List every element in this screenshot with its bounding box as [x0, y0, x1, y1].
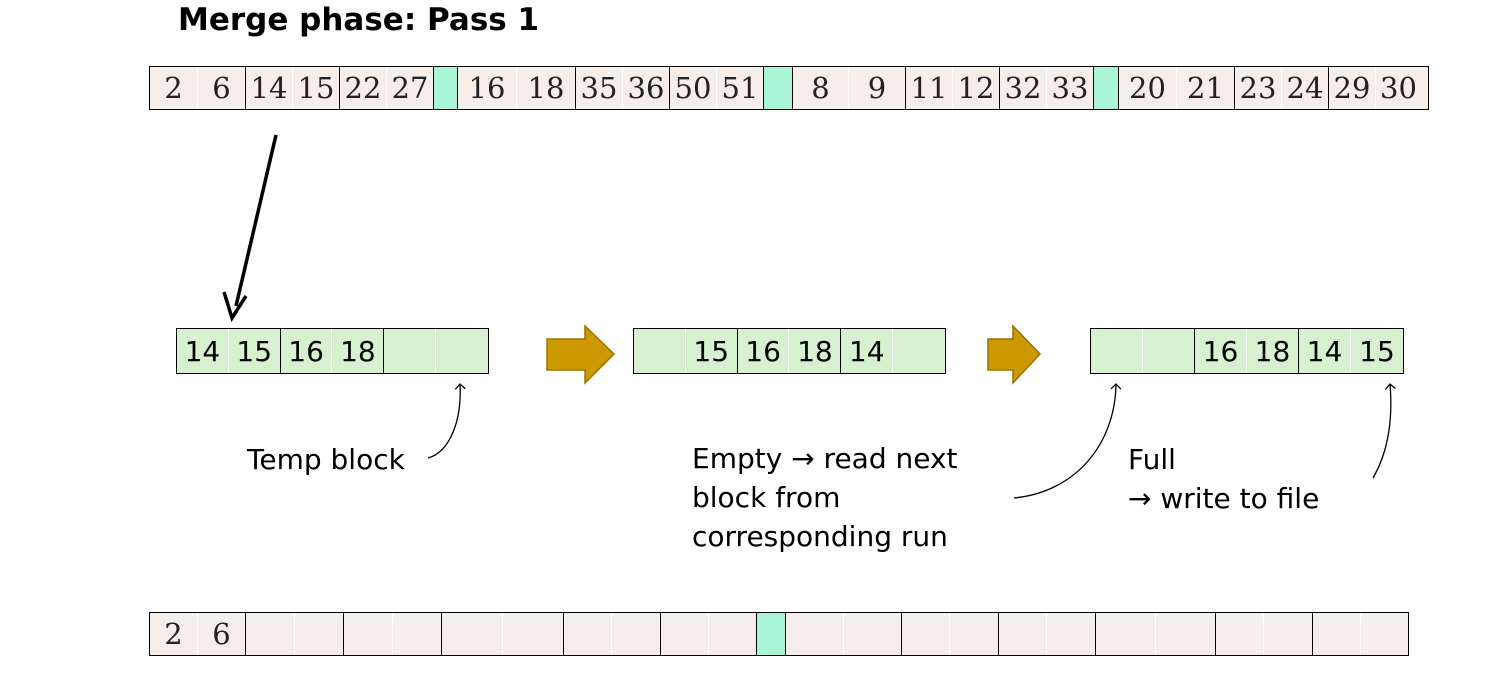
file-cell: [999, 613, 1047, 655]
file-cell: [1096, 613, 1156, 655]
buffer-cell: 14: [841, 329, 894, 373]
file-cell: 24: [1282, 67, 1329, 109]
pointer-arrow: [222, 134, 278, 323]
file-cell: [661, 613, 709, 655]
file-cell: 20: [1119, 67, 1177, 109]
buffer-cell: 15: [686, 329, 738, 373]
file-cell: [503, 613, 564, 655]
buffer-cell: [634, 329, 686, 373]
full-pointer-arrow: [1372, 383, 1396, 479]
buffer-cell: 14: [1299, 329, 1351, 373]
file-cell: 2: [150, 67, 198, 109]
empty-read-next-label: Empty → read next block from correspondi…: [692, 442, 958, 553]
file-cell: 23: [1235, 67, 1282, 109]
buffer-cell: [1091, 329, 1143, 373]
run-separator-marker: [434, 67, 458, 109]
buffer-cell: 16: [281, 329, 333, 373]
file-cell: [393, 613, 442, 655]
file-cell: [295, 613, 344, 655]
temp-block-pointer-arrow: [427, 383, 466, 459]
temp-block-buffer: 14 15 16 18: [176, 328, 489, 374]
flow-arrow-icon: [987, 324, 1042, 385]
file-cell: 29: [1329, 67, 1376, 109]
file-cell: 2: [150, 613, 198, 655]
flow-arrow-icon: [546, 324, 616, 385]
file-cell: 27: [387, 67, 434, 109]
buffer-cell: 18: [789, 329, 842, 373]
file-cell: 15: [293, 67, 340, 109]
buffer-block-after-read: 15 16 18 14: [633, 328, 946, 374]
file-cell: 11: [906, 67, 953, 109]
page-title: Merge phase: Pass 1: [178, 2, 540, 38]
buffer-cell: [384, 329, 437, 373]
file-cell: [564, 613, 612, 655]
file-cell: 8: [793, 67, 849, 109]
file-cell: 32: [1000, 67, 1047, 109]
file-cell: 51: [717, 67, 764, 109]
run-separator-marker: [764, 67, 793, 109]
temp-block-label: Temp block: [247, 443, 405, 476]
full-write-label: Full → write to file: [1128, 443, 1320, 515]
file-cell: [442, 613, 503, 655]
file-cell: [844, 613, 902, 655]
file-cell: 6: [198, 67, 246, 109]
file-cell: 30: [1380, 71, 1417, 105]
buffer-cell: 15: [1359, 334, 1395, 368]
file-cell: [786, 613, 844, 655]
file-cell: 22: [340, 67, 387, 109]
file-cell: [344, 613, 393, 655]
file-cell: 33: [1047, 67, 1094, 109]
file-cell: [1047, 613, 1096, 655]
buffer-cell: [1143, 329, 1195, 373]
buffer-cell: 18: [1247, 329, 1299, 373]
buffer-cell: 16: [738, 329, 790, 373]
file-cell: [902, 613, 950, 655]
file-cell: [709, 613, 757, 655]
file-cell: 6: [198, 613, 246, 655]
buffer-block-full: 16 18 14 15: [1090, 328, 1404, 374]
empty-pointer-arrow: [1013, 383, 1122, 499]
file-cell: [1156, 613, 1216, 655]
file-cell: 16: [458, 67, 517, 109]
file-cell: 21: [1177, 67, 1235, 109]
file-cell: [1313, 613, 1361, 655]
buffer-cell: 14: [177, 329, 229, 373]
run-separator-marker: [1094, 67, 1119, 109]
file-cell: 9: [849, 67, 906, 109]
file-cell: [950, 613, 999, 655]
file-cell: [1264, 613, 1313, 655]
buffer-cell: 16: [1195, 329, 1247, 373]
file-cell: 35: [576, 67, 623, 109]
output-file-strip: 2 6: [149, 612, 1409, 656]
file-cell: 12: [953, 67, 1000, 109]
file-cell: 14: [246, 67, 293, 109]
run-separator-marker: [757, 613, 786, 655]
file-cell: 36: [623, 67, 670, 109]
file-cell: 50: [670, 67, 717, 109]
file-cell: 18: [517, 67, 576, 109]
file-cell: [612, 613, 661, 655]
file-cell: [246, 613, 295, 655]
buffer-cell: 18: [332, 329, 385, 373]
buffer-cell: 15: [229, 329, 281, 373]
file-cell: [1216, 613, 1264, 655]
input-file-strip: 2 6 14 15 22 27 16 18 35 36 50 51 8 9 11…: [149, 66, 1429, 110]
